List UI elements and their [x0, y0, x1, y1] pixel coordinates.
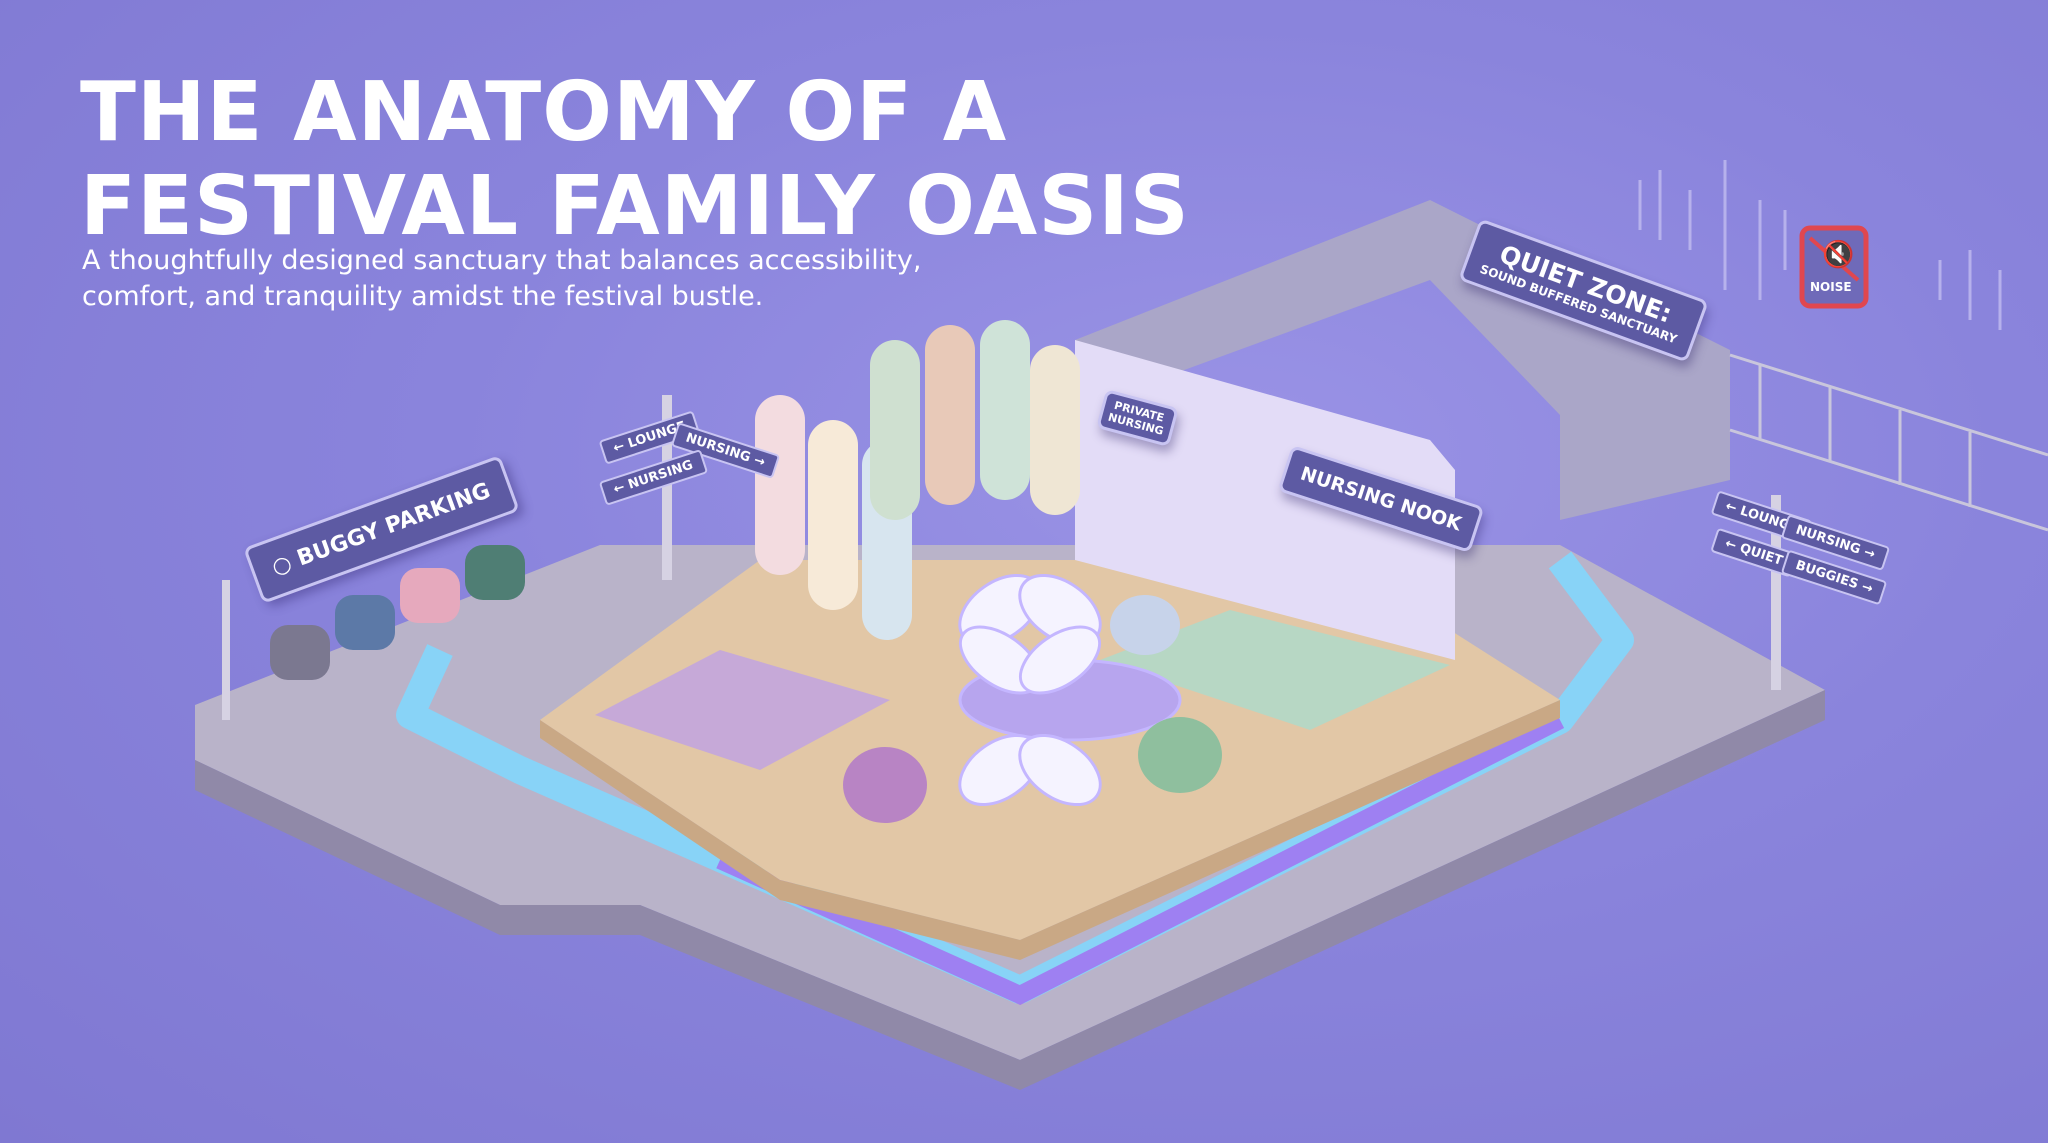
bean-bag-purple [843, 747, 927, 823]
page-subtitle: A thoughtfully designed sanctuary that b… [82, 243, 982, 315]
muted-speaker-icon: 🔇 [1822, 240, 1855, 270]
crowd-barriers [1729, 353, 2048, 532]
noise-label: NOISE [1810, 280, 1852, 294]
wooden-floor-edge [540, 700, 1560, 960]
left-signpost-pole [662, 395, 672, 580]
subtitle-line-1: A thoughtfully designed sanctuary that b… [82, 245, 922, 276]
play-mat-left [595, 650, 890, 770]
strollers [270, 545, 525, 680]
right-signpost-pole [1771, 495, 1781, 690]
title-line-1: THE ANATOMY OF A [80, 65, 1008, 160]
bean-bag-green [1138, 717, 1222, 793]
butterfly-sculpture [958, 573, 1182, 807]
buggy-sign-pole [222, 580, 230, 720]
play-mat-right [1100, 610, 1450, 730]
stroller-icon: ○ [268, 550, 296, 581]
bean-bag-blue [1110, 595, 1180, 655]
decorative-screens [755, 320, 1080, 640]
title-line-2: FESTIVAL FAMILY OASIS [80, 159, 1190, 254]
page-title: THE ANATOMY OF A FESTIVAL FAMILY OASIS [80, 66, 1190, 254]
no-noise-sign [1799, 225, 1869, 309]
sound-wave-graphic [1638, 160, 2002, 330]
subtitle-line-2: comfort, and tranquility amidst the fest… [82, 281, 764, 312]
